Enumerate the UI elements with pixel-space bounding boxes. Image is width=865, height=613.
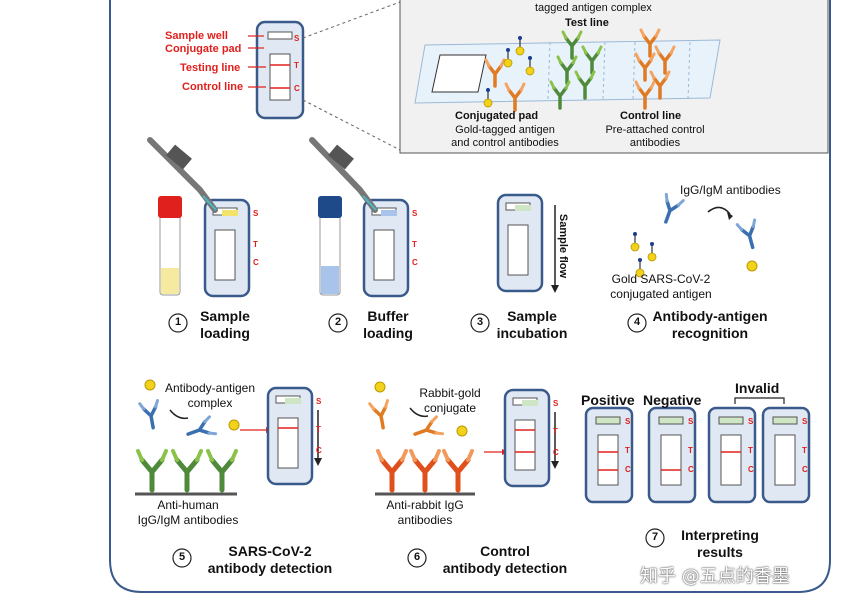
step4-igg-label: IgG/IgM antibodies [680,183,781,197]
result-positive-label: Positive [581,392,635,408]
negative-letter-t: T [688,446,693,455]
step6-letter-t: T [553,427,558,436]
step5-title-2: antibody detection [207,560,333,576]
step6-figure [367,381,559,496]
watermark: 知乎 @五点的香墨 [640,566,790,587]
zoom-control-line-title: Control line [620,110,682,122]
step6-anti-rabbit-1: Anti-rabbit IgG [386,498,464,512]
negative-letter-c: C [688,465,694,474]
overview-letter-c: C [294,84,300,93]
positive-letter-s: S [625,417,631,426]
step4-title-1: Antibody-antigen [652,308,768,324]
zoom-control-line-desc-2: antibodies [629,137,681,149]
result-negative-label: Negative [643,392,702,408]
invalid2-letter-t: T [802,446,807,455]
step1-letter-s: S [253,209,259,218]
negative-letter-s: S [688,417,694,426]
zoom-conjugated-pad-desc-2: and control antibodies [451,137,559,149]
result-positive-cassette [584,406,634,504]
overview-letter-s: S [294,34,300,43]
zoom-box [399,0,829,154]
step4-gold-label-2: conjugated antigen [610,287,712,301]
step2-number: 2 [334,316,342,328]
label-testing-line: Testing line [180,62,241,74]
positive-letter-c: C [625,465,631,474]
step5-anti-human-1: Anti-human [157,498,219,512]
results-figure [584,397,811,504]
result-invalid-label: Invalid [735,380,780,396]
overview-cassette [248,1,401,151]
step4-number: 4 [633,316,641,328]
zoom-conjugated-pad-title: Conjugated pad [455,110,539,122]
step5-anti-human-2: IgG/IgM antibodies [137,513,239,527]
step1-letter-c: C [253,258,259,267]
step6-title-1: Control [480,543,530,559]
step3-title-2: incubation [496,325,568,341]
step3-figure [496,193,559,293]
sample-flow-label: Sample flow [557,213,569,279]
step2-title-1: Buffer [367,308,409,324]
step4-figure [630,192,764,278]
step5-complex-label-1: Antibody-antigen [164,381,256,395]
step1-figure [147,137,251,298]
step-number-circles [168,313,665,568]
step7-title-2: results [697,544,743,560]
step1-title-2: loading [200,325,250,341]
label-control-line: Control line [182,81,244,93]
step6-title-2: antibody detection [442,560,568,576]
zoom-test-line-label: Test line [565,17,609,29]
overview-letter-t: T [294,61,299,70]
step3-number: 3 [476,316,484,328]
step5-letter-t: T [316,425,321,434]
step1-letter-t: T [253,240,258,249]
step4-title-2: recognition [671,325,749,341]
label-sample-well: Sample well [165,30,228,42]
step2-letter-c: C [412,258,418,267]
step3-title-1: Sample [507,308,557,324]
zoom-conjugated-pad-desc-1: Gold-tagged antigen [455,124,555,136]
step6-number: 6 [413,551,421,563]
step5-complex-label-2: complex [187,396,233,410]
invalid2-letter-s: S [802,417,808,426]
step1-title-1: Sample [200,308,250,324]
step4-gold-label-1: Gold SARS-CoV-2 [611,272,711,286]
label-conjugate-pad: Conjugate pad [165,43,242,55]
step6-rabbit-gold-2: conjugate [423,401,477,415]
step5-title-1: SARS-CoV-2 [228,543,312,559]
invalid1-letter-t: T [748,446,753,455]
invalid2-letter-c: C [802,465,808,474]
invalid1-letter-s: S [748,417,754,426]
result-invalid-cassette-1 [707,406,757,504]
result-negative-cassette [647,406,697,504]
positive-letter-t: T [625,446,630,455]
outer-frame [109,0,831,593]
step2-title-2: loading [363,325,413,341]
step6-rabbit-gold-1: Rabbit-gold [419,386,481,400]
zoom-control-line-desc-1: Pre-attached control [605,124,705,136]
step7-number: 7 [651,531,659,543]
step2-letter-s: S [412,209,418,218]
step7-title-1: Interpreting [681,527,759,543]
step6-letter-s: S [553,399,559,408]
invalid1-letter-c: C [748,465,754,474]
zoom-partial-text: tagged antigen complex [535,2,652,14]
step5-figure [135,379,322,496]
step2-letter-t: T [412,240,417,249]
result-invalid-cassette-2 [761,406,811,504]
step6-anti-rabbit-2: antibodies [397,513,453,527]
step2-figure [309,137,410,298]
step5-letter-s: S [316,397,322,406]
step5-number: 5 [178,551,186,563]
step1-number: 1 [174,316,182,328]
step6-letter-c: C [553,448,559,457]
step5-letter-c: C [316,446,322,455]
